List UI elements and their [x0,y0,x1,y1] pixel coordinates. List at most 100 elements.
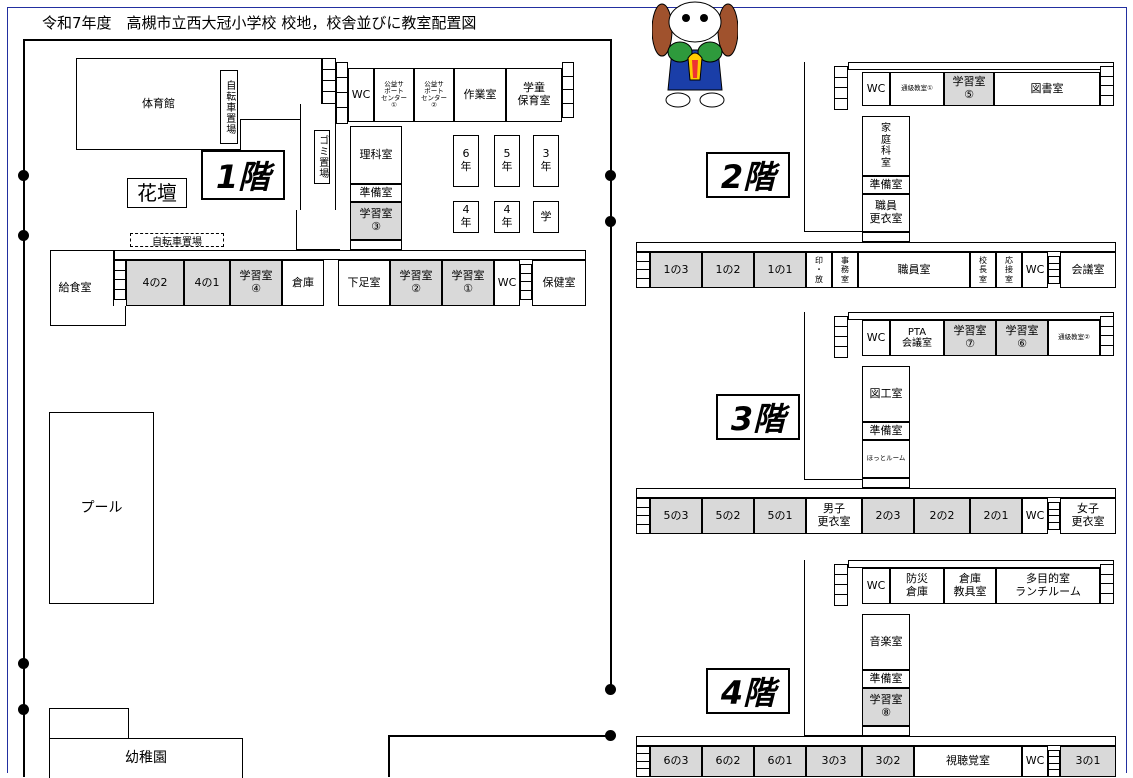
prep-room: 準備室 [862,176,910,194]
study-room-5: 学習室 ⑤ [944,72,994,106]
grade3-area: 3 年 [533,135,559,187]
staff-locker-room: 職員 更衣室 [862,194,910,232]
floor-label-4: 4階 [706,668,790,714]
wc: WC [862,72,890,106]
stairs [1048,256,1060,284]
fence [610,39,612,689]
mascot-illustration [652,1,738,108]
corridor [848,312,1114,320]
stairs [1100,66,1114,106]
wc: WC [494,260,520,306]
study-room-2: 学習室 ② [390,260,442,306]
study-room-8: 学習室 ⑧ [862,688,910,726]
bike-parking-vertical: 自転車置場 [220,70,238,144]
gate-post [605,170,616,181]
class-3-3: 3の3 [806,746,862,777]
library: 図書室 [994,72,1100,106]
class-6-1: 6の1 [754,746,806,777]
class-3-1: 3の1 [1060,746,1116,777]
disaster-storage: 防災 倉庫 [890,568,944,604]
garbage-area: ゴミ置場 [314,130,330,184]
grade6-area: 6 年 [453,135,479,187]
corridor [50,306,126,326]
meeting-room: 会議室 [1060,252,1116,288]
corridor-outline [804,62,862,232]
stairs [834,66,848,110]
class-6-3: 6の3 [650,746,702,777]
study-room-1: 学習室 ① [442,260,494,306]
study-room-6: 学習室 ⑥ [996,320,1048,356]
class-5-1: 5の1 [754,498,806,534]
stairs [1100,316,1114,356]
stairs [862,726,910,736]
gate-post [605,730,616,741]
floor-label-1: 1階 [201,150,285,200]
teaching-materials-storage: 倉庫 教具室 [944,568,996,604]
stairs [1048,502,1060,530]
grade4-area-b: 4 年 [494,201,520,233]
shoe-room: 下足室 [338,260,390,306]
gate-post [605,684,616,695]
gaku-area: 学 [533,201,559,233]
kitchen: 給食室 [58,280,92,294]
class-1-3: 1の3 [650,252,702,288]
prep-room: 準備室 [862,670,910,688]
fence [388,735,610,737]
floor-label-3: 3階 [716,394,800,440]
art-room: 図工室 [862,366,910,422]
girls-locker-room: 女子 更衣室 [1060,498,1116,534]
stairs [520,264,532,300]
special-support-room-1: 通級教室① [890,72,944,106]
study-room-4: 学習室 ④ [230,260,282,306]
page-frame [7,7,1127,773]
public-support-center-1: 公益サ ポート センター ① [374,68,414,122]
hotto-room: ほっとルーム [862,440,910,478]
nurse-office: 保健室 [532,260,586,306]
stairs [322,58,336,104]
flowerbed: 花壇 [127,178,187,208]
class-5-3: 5の3 [650,498,702,534]
grade4-area-a: 4 年 [453,201,479,233]
pool: プール [49,412,154,604]
public-support-center-2: 公益サ ポート センター ② [414,68,454,122]
floor-label-2: 2階 [706,152,790,198]
print-broadcast-room: 印 ・ 放 [806,252,832,288]
gate-post [18,170,29,181]
corridor [296,210,340,250]
gate-post [18,658,29,669]
music-room: 音楽室 [862,614,910,670]
stairs [636,498,650,534]
wc: WC [348,68,374,122]
wc: WC [1022,498,1048,534]
kindergarten: 幼稚園 [49,738,243,778]
administration-office: 事 務 室 [832,252,858,288]
gate-post [18,230,29,241]
science-room: 理科室 [350,126,402,184]
home-economics-room: 家 庭 科 室 [862,116,910,176]
afterschool-care: 学童 保育室 [506,68,562,122]
wc: WC [862,568,890,604]
wc: WC [862,320,890,356]
stairs [636,746,650,777]
corridor [848,62,1114,70]
workroom: 作業室 [454,68,506,122]
bike-parking-horizontal: 自転車置場 [130,233,224,248]
corridor-outline [804,560,862,736]
stairs [336,62,348,124]
audio-visual-room: 視聴覚室 [914,746,1022,777]
corridor [636,242,1116,252]
prep-room: 準備室 [862,422,910,440]
class-6-2: 6の2 [702,746,754,777]
stairs [350,240,402,250]
boys-locker-room: 男子 更衣室 [806,498,862,534]
class-2-2: 2の2 [914,498,970,534]
stairs [1048,750,1060,777]
pta-meeting-room: PTA 会議室 [890,320,944,356]
gate-post [605,216,616,227]
stairs [862,478,910,488]
corridor [848,560,1114,568]
stairs [114,260,126,300]
prep-room: 準備室 [350,184,402,202]
class-2-1: 2の1 [970,498,1022,534]
fence [24,39,612,41]
